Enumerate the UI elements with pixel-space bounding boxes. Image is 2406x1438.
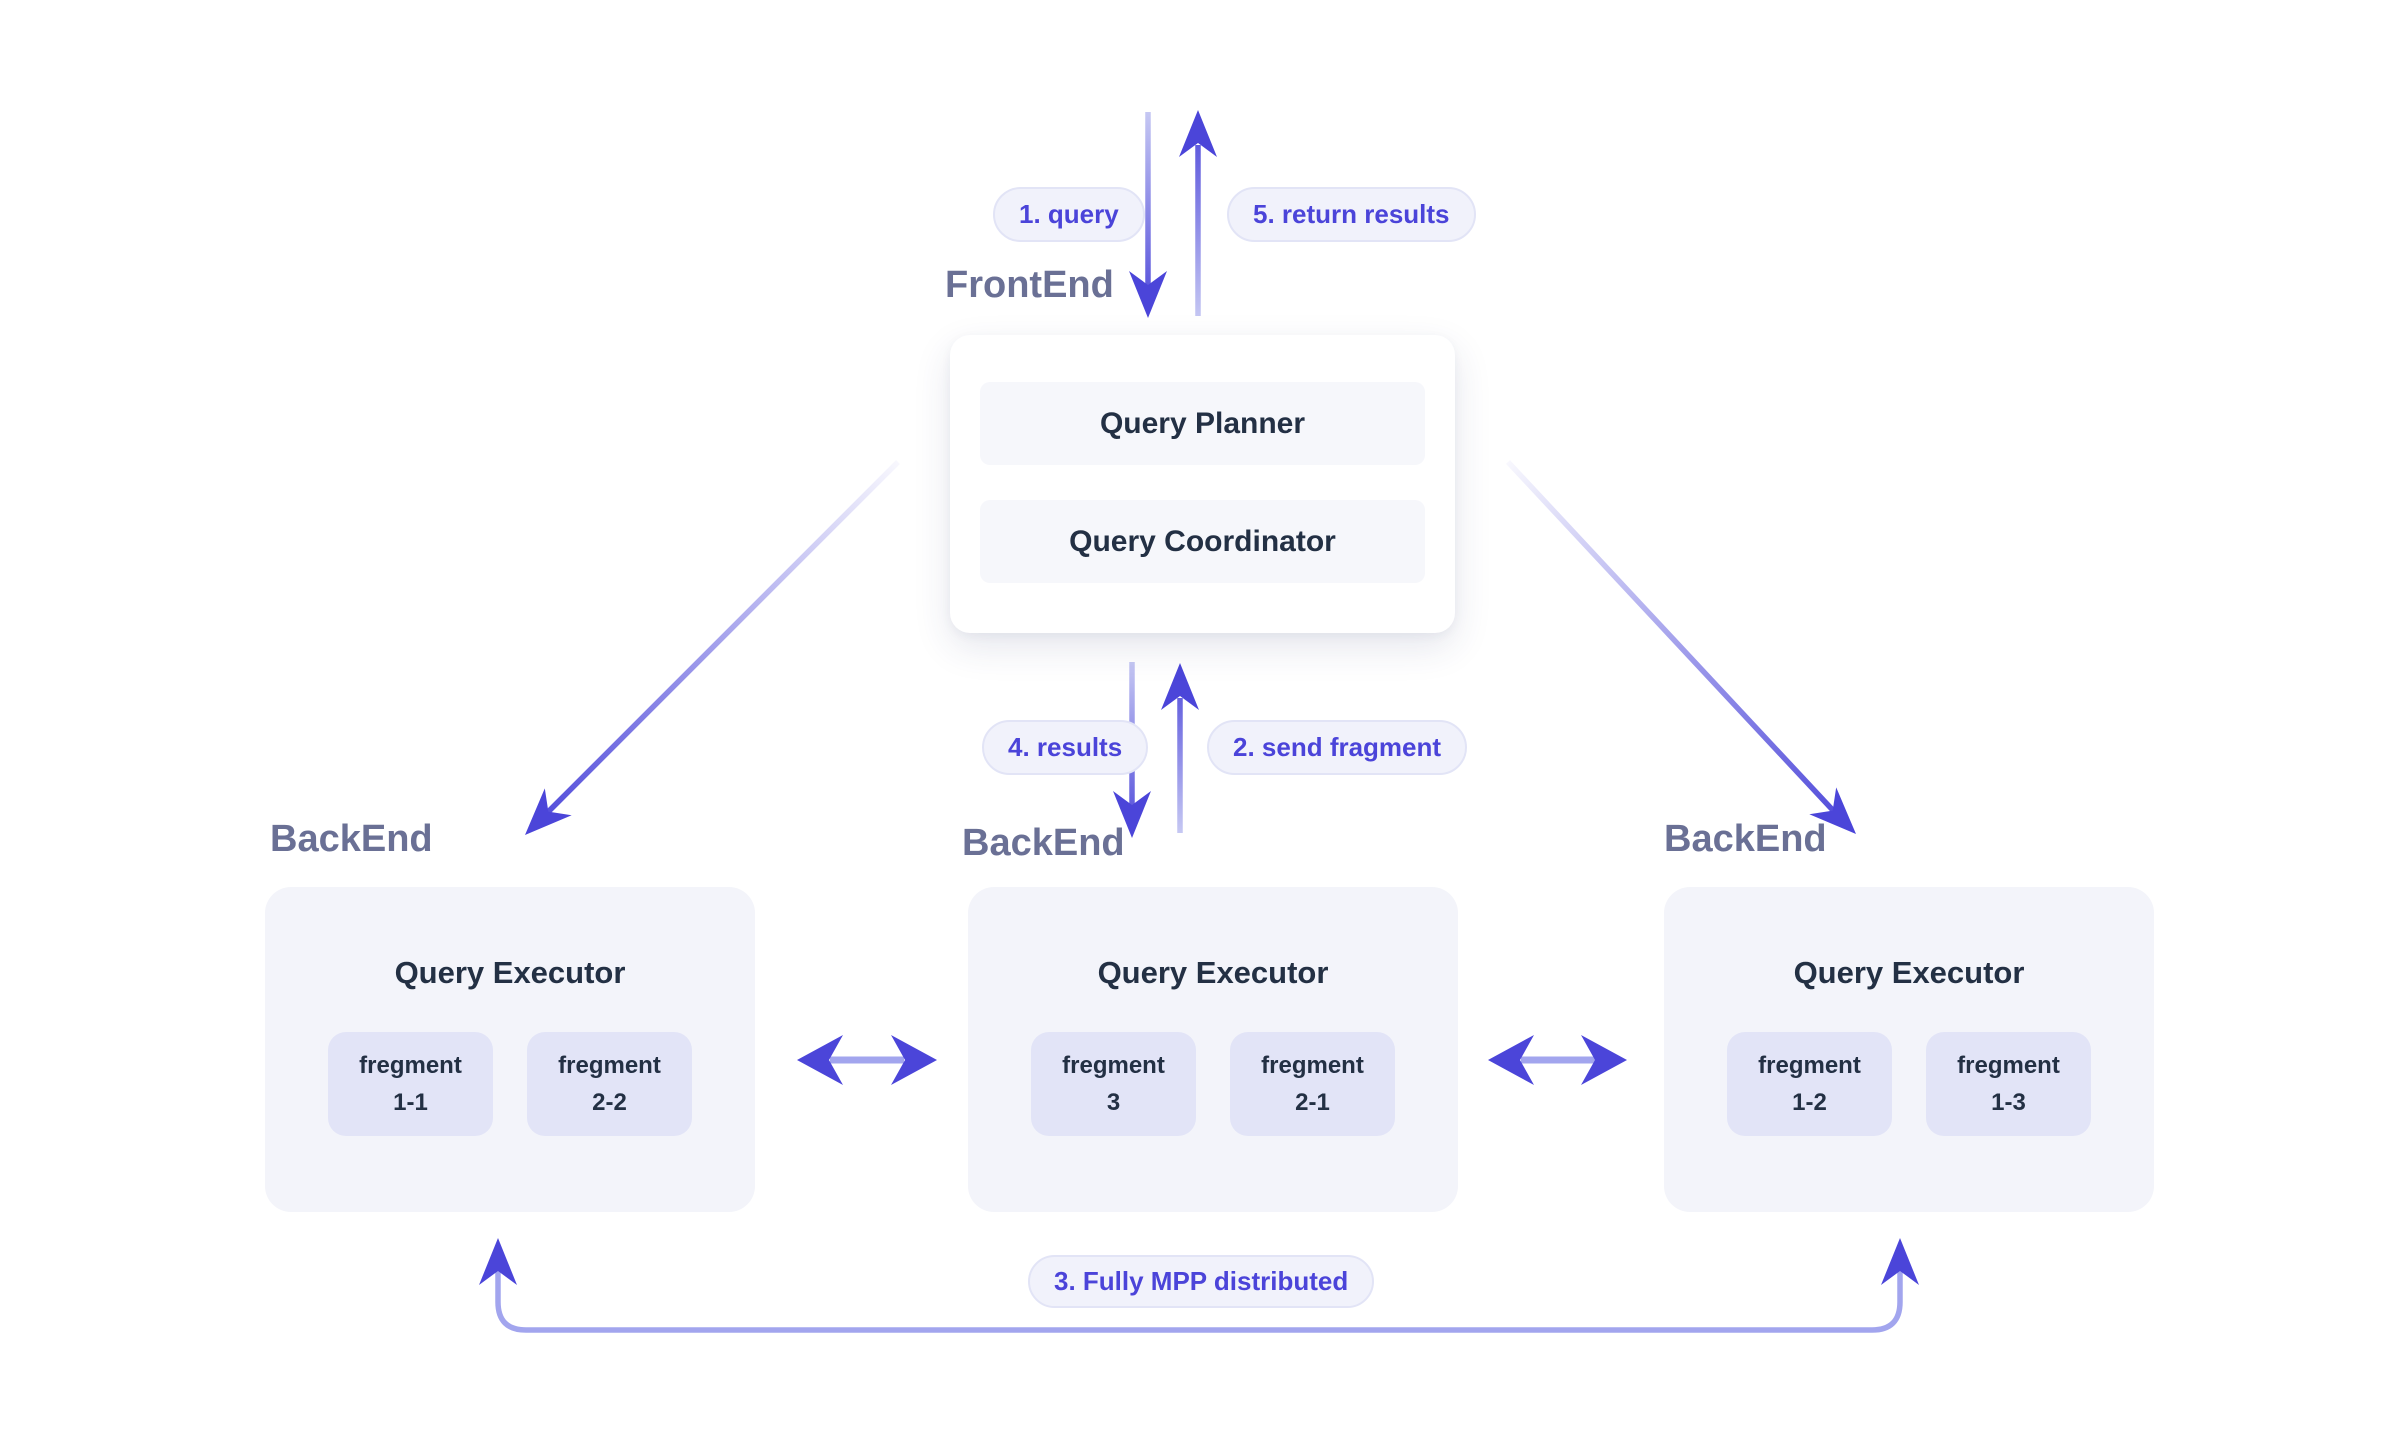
query-coordinator-box: Query Coordinator [980,500,1425,583]
badge-mpp-label: 3. Fully MPP distributed [1054,1266,1349,1296]
backend-left-panel: Query Executor fregment 1-1 fregment 2-2 [265,887,755,1212]
fragment-id: 1-3 [1991,1089,2026,1116]
frontend-card: Query Planner Query Coordinator [950,335,1455,633]
badge-query-label: 1. query [1019,199,1119,229]
badge-return-results: 5. return results [1227,187,1476,242]
fragment-name: fregment [1261,1052,1364,1079]
fragment-box: fregment 3 [1031,1032,1196,1136]
fragment-box: fregment 1-3 [1926,1032,2091,1136]
fragment-name: fregment [558,1052,661,1079]
fragment-box: fregment 1-1 [328,1032,493,1136]
fragment-name: fregment [1062,1052,1165,1079]
arrow-diagonal-left-line [538,460,900,822]
fragment-box: fregment 1-2 [1727,1032,1892,1136]
badge-query: 1. query [993,187,1145,242]
badge-send-fragment: 2. send fragment [1207,720,1468,775]
backend-middle-label: BackEnd [962,822,1125,864]
backend-middle-panel: Query Executor fregment 3 fregment 2-1 [968,887,1458,1212]
mpp-bracket-line [495,1258,1903,1333]
badge-send-fragment-label: 2. send fragment [1233,732,1442,762]
badge-results-label: 4. results [1008,732,1123,762]
query-coordinator-label: Query Coordinator [1069,524,1336,558]
executor-title: Query Executor [1793,955,2025,990]
arrow-diagonal-right-line [1505,460,1845,822]
query-planner-box: Query Planner [980,382,1425,465]
query-planner-label: Query Planner [1099,406,1306,440]
backend-right-label: BackEnd [1664,818,1827,860]
fragment-box: fregment 2-2 [527,1032,692,1136]
executor-title: Query Executor [394,955,626,990]
fragment-name: fregment [1957,1052,2060,1079]
fragment-id: 3 [1106,1089,1121,1116]
backend-right-panel: Query Executor fregment 1-2 fregment 1-3 [1664,887,2154,1212]
fragment-box: fregment 2-1 [1230,1032,1395,1136]
badge-mpp: 3. Fully MPP distributed [1028,1255,1375,1308]
backend-left-label: BackEnd [270,818,433,860]
fragment-id: 1-2 [1792,1089,1827,1116]
fragment-id: 1-1 [393,1089,428,1116]
frontend-label: FrontEnd [945,264,1114,306]
fragment-name: fregment [359,1052,462,1079]
fragment-id: 2-1 [1295,1089,1330,1116]
badge-return-results-label: 5. return results [1253,199,1450,229]
fragment-id: 2-2 [592,1089,627,1116]
executor-title: Query Executor [1097,955,1329,990]
fragment-name: fregment [1758,1052,1861,1079]
badge-results: 4. results [982,720,1149,775]
